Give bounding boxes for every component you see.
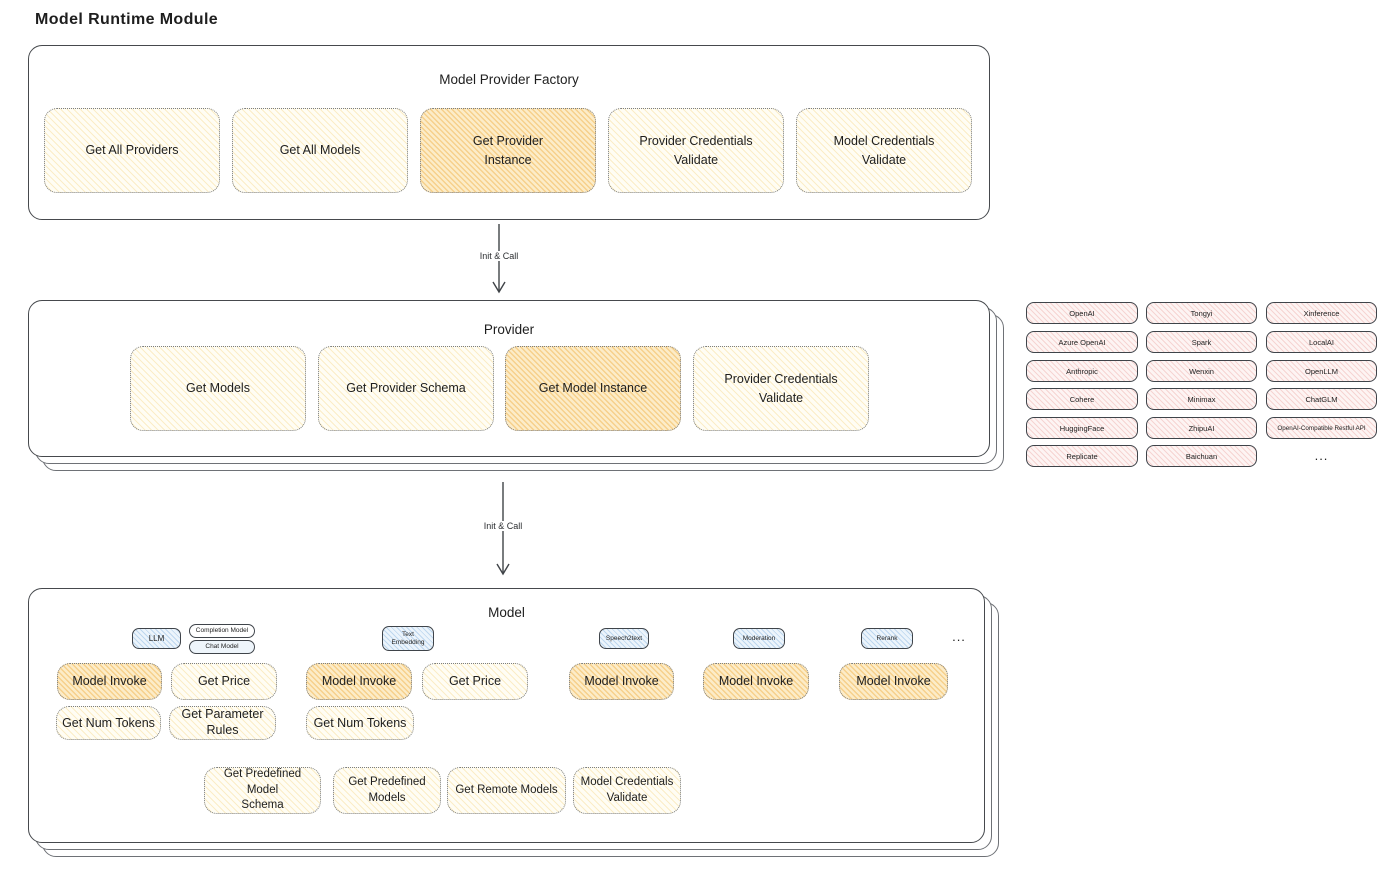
arrow-down-icon [492, 224, 506, 294]
node-get-all-providers: Get All Providers [44, 108, 220, 193]
node-get-provider-schema: Get Provider Schema [318, 346, 494, 431]
provider-more-ellipsis: ... [1314, 448, 1329, 463]
provider-title: Provider [483, 322, 535, 337]
provider-item-xinference: Xinference [1266, 302, 1377, 324]
model-panel: Model LLM Completion Model Chat Model Te… [28, 588, 985, 843]
node-get-models: Get Models [130, 346, 306, 431]
provider-item-wenxin: Wenxin [1146, 360, 1257, 382]
provider-item-chatglm: ChatGLM [1266, 388, 1377, 410]
provider-item-minimax: Minimax [1146, 388, 1257, 410]
node-provider-credentials-validate-provider: Provider Credentials Validate [693, 346, 869, 431]
node-get-num-tokens-text-embedding: Get Num Tokens [306, 706, 414, 740]
factory-title: Model Provider Factory [439, 72, 579, 87]
node-model-invoke-llm: Model Invoke [57, 663, 162, 700]
node-model-credentials-validate-model: Model Credentials Validate [573, 767, 681, 814]
provider-item-openai: OpenAI [1026, 302, 1138, 324]
provider-item-replicate: Replicate [1026, 445, 1138, 467]
node-model-invoke-text-embedding: Model Invoke [306, 663, 412, 700]
provider-item-huggingface: HuggingFace [1026, 417, 1138, 439]
tab-moderation: Moderation [733, 628, 785, 649]
provider-item-cohere: Cohere [1026, 388, 1138, 410]
init-call-label-1: Init & Call [475, 251, 523, 261]
node-get-num-tokens-llm: Get Num Tokens [56, 706, 161, 740]
tab-llm: LLM [132, 628, 181, 649]
node-get-provider-instance: Get Provider Instance [420, 108, 596, 193]
provider-item-tongyi: Tongyi [1146, 302, 1257, 324]
node-model-invoke-rerank: Model Invoke [839, 663, 948, 700]
tab-completion-model: Completion Model [189, 624, 255, 638]
init-call-label-2: Init & Call [479, 521, 527, 531]
node-get-predefined-model-schema: Get Predefined Model Schema [204, 767, 321, 814]
node-get-remote-models: Get Remote Models [447, 767, 566, 814]
tab-speech2text: Speech2text [599, 628, 649, 649]
tab-rerank: Rerank [861, 628, 913, 649]
provider-item-anthropic: Anthropic [1026, 360, 1138, 382]
provider-item-openllm: OpenLLM [1266, 360, 1377, 382]
node-get-parameter-rules: Get Parameter Rules [169, 706, 276, 740]
provider-panel: Provider Get Models Get Provider Schema … [28, 300, 990, 457]
model-title: Model [488, 605, 525, 620]
provider-item-spark: Spark [1146, 331, 1257, 353]
provider-item-baichuan: Baichuan [1146, 445, 1257, 467]
node-get-price-text-embedding: Get Price [422, 663, 528, 700]
provider-item-localai: LocalAI [1266, 331, 1377, 353]
arrow-down-icon [496, 482, 510, 576]
node-get-model-instance: Get Model Instance [505, 346, 681, 431]
provider-item-zhipuai: ZhipuAI [1146, 417, 1257, 439]
node-get-price-llm: Get Price [171, 663, 277, 700]
node-model-credentials-validate-factory: Model Credentials Validate [796, 108, 972, 193]
node-get-all-models: Get All Models [232, 108, 408, 193]
node-model-invoke-moderation: Model Invoke [703, 663, 809, 700]
node-model-invoke-speech2text: Model Invoke [569, 663, 674, 700]
node-provider-credentials-validate-factory: Provider Credentials Validate [608, 108, 784, 193]
tab-chat-model: Chat Model [189, 640, 255, 654]
provider-item-openai-compatible: OpenAI-Compatible Restful API [1266, 417, 1377, 439]
tab-text-embedding: Text Embedding [382, 626, 434, 651]
factory-panel: Model Provider Factory Get All Providers… [28, 45, 990, 220]
page-title: Model Runtime Module [35, 11, 219, 28]
tabs-more-ellipsis: ... [952, 629, 966, 644]
provider-item-azure-openai: Azure OpenAI [1026, 331, 1138, 353]
node-get-predefined-models: Get Predefined Models [333, 767, 441, 814]
